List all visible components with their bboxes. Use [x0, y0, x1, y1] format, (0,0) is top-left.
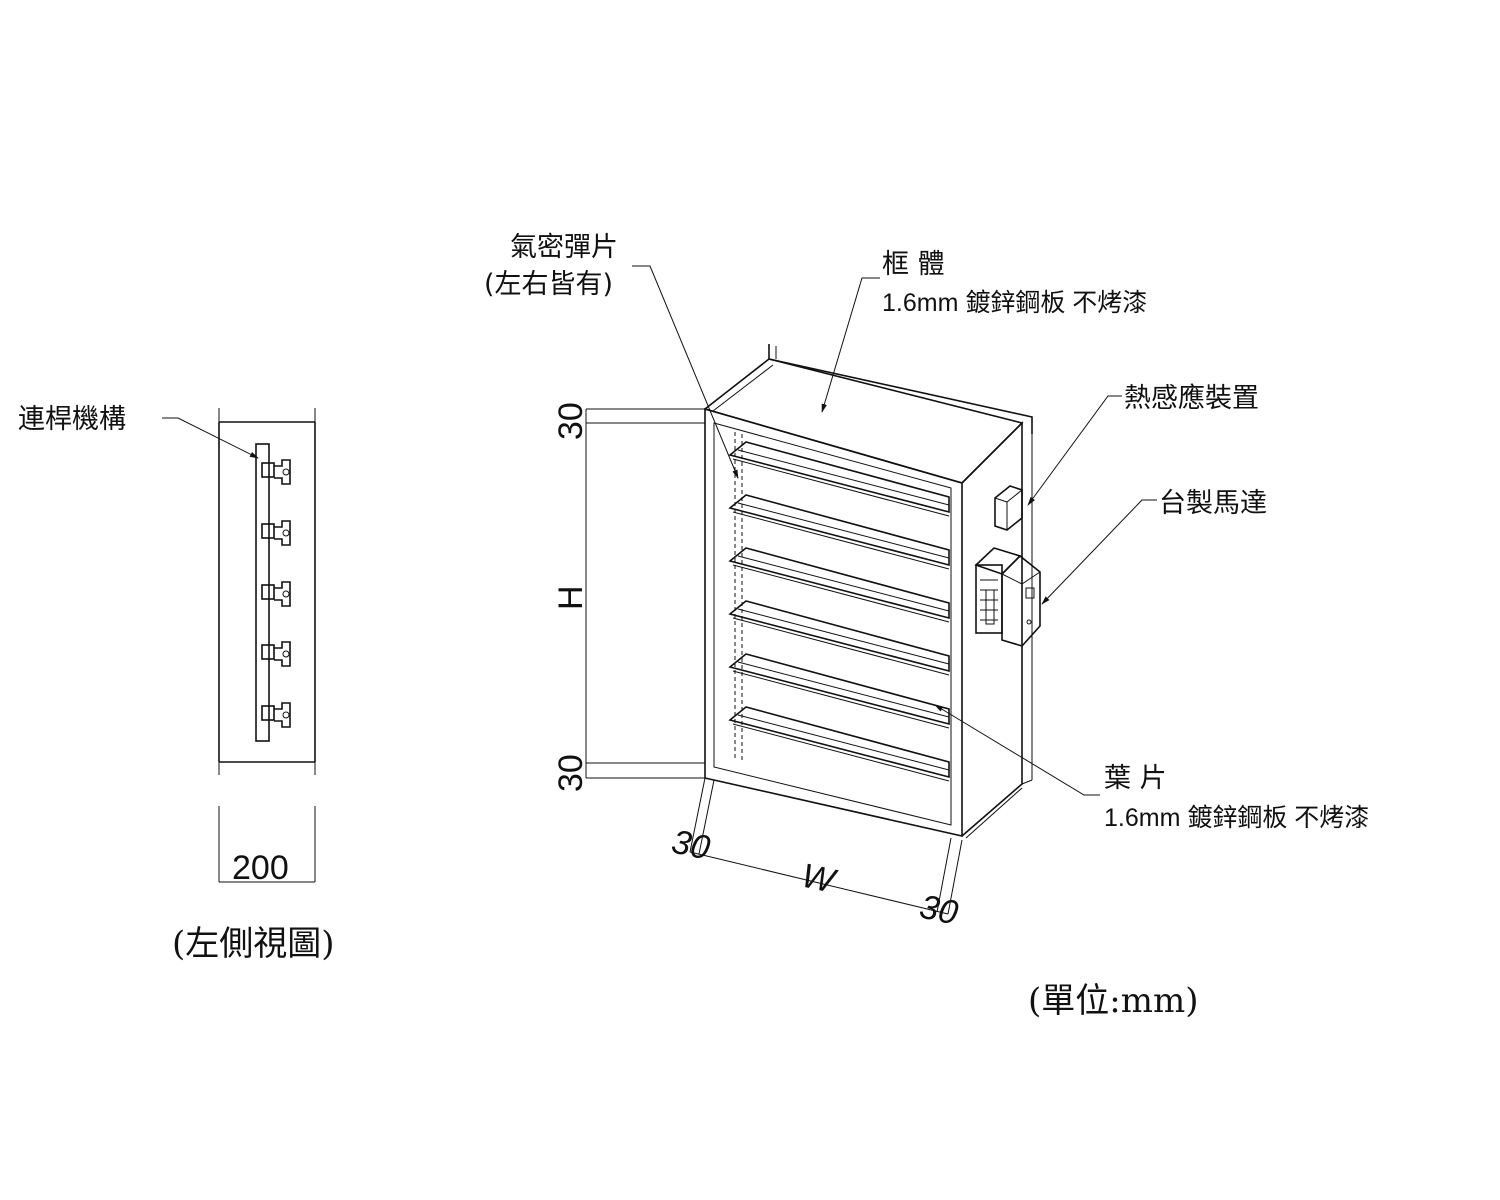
depth-dimension: 200 — [232, 849, 289, 887]
dim-width: W — [798, 857, 840, 901]
thermal-leader — [1027, 395, 1122, 506]
dim-top-flange: 30 — [552, 402, 590, 440]
frame-title: 框 體 — [882, 249, 945, 280]
blade-4 — [728, 600, 950, 676]
blade-title: 葉 片 — [1104, 763, 1167, 794]
side-view — [162, 408, 316, 883]
motor-leader — [1041, 499, 1157, 605]
seal-leader — [632, 265, 739, 479]
linkage-bracket-2 — [261, 520, 291, 546]
seal-label-line2: (左右皆有) — [484, 269, 613, 300]
linkage-bracket-3 — [261, 581, 291, 607]
blade-6 — [728, 706, 950, 782]
blade-5 — [728, 653, 950, 729]
dim-bottom-flange: 30 — [552, 754, 590, 792]
blade-3 — [728, 547, 950, 623]
frame-leader — [821, 277, 880, 413]
frame-right — [961, 421, 1023, 837]
dim-right-flange: 30 — [916, 888, 961, 933]
blade-leader — [934, 704, 1100, 796]
back-flange — [768, 344, 1033, 434]
blade-2 — [728, 494, 950, 570]
frame-front-inner — [713, 422, 952, 826]
linkage-label: 連桿機構 — [18, 404, 126, 435]
thermal-sensor-label: 熱感應裝置 — [1124, 383, 1259, 414]
linkage-leader — [162, 417, 259, 459]
linkage-bracket-5 — [261, 702, 291, 728]
linkage-bracket-4 — [261, 641, 291, 667]
seal-label-line1: 氣密彈片 — [510, 232, 618, 263]
damper-main-view — [585, 265, 1157, 915]
motor-actuator — [974, 547, 1041, 647]
blade-1 — [728, 441, 950, 517]
blade-spec: 1.6mm 鍍鋅鋼板 不烤漆 — [1104, 804, 1369, 832]
frame-spec: 1.6mm 鍍鋅鋼板 不烤漆 — [882, 289, 1147, 317]
frame-front — [704, 407, 963, 838]
motor-label: 台製馬達 — [1159, 488, 1267, 519]
dim-height: H — [552, 585, 590, 610]
linkage-bracket-1 — [261, 459, 291, 485]
thermal-sensor-box — [994, 485, 1023, 531]
side-view-caption: (左側視圖) — [172, 924, 335, 964]
linkage-bar — [255, 443, 270, 742]
unit-note: (單位:mm) — [1028, 981, 1198, 1021]
dim-left-flange: 30 — [668, 823, 713, 868]
